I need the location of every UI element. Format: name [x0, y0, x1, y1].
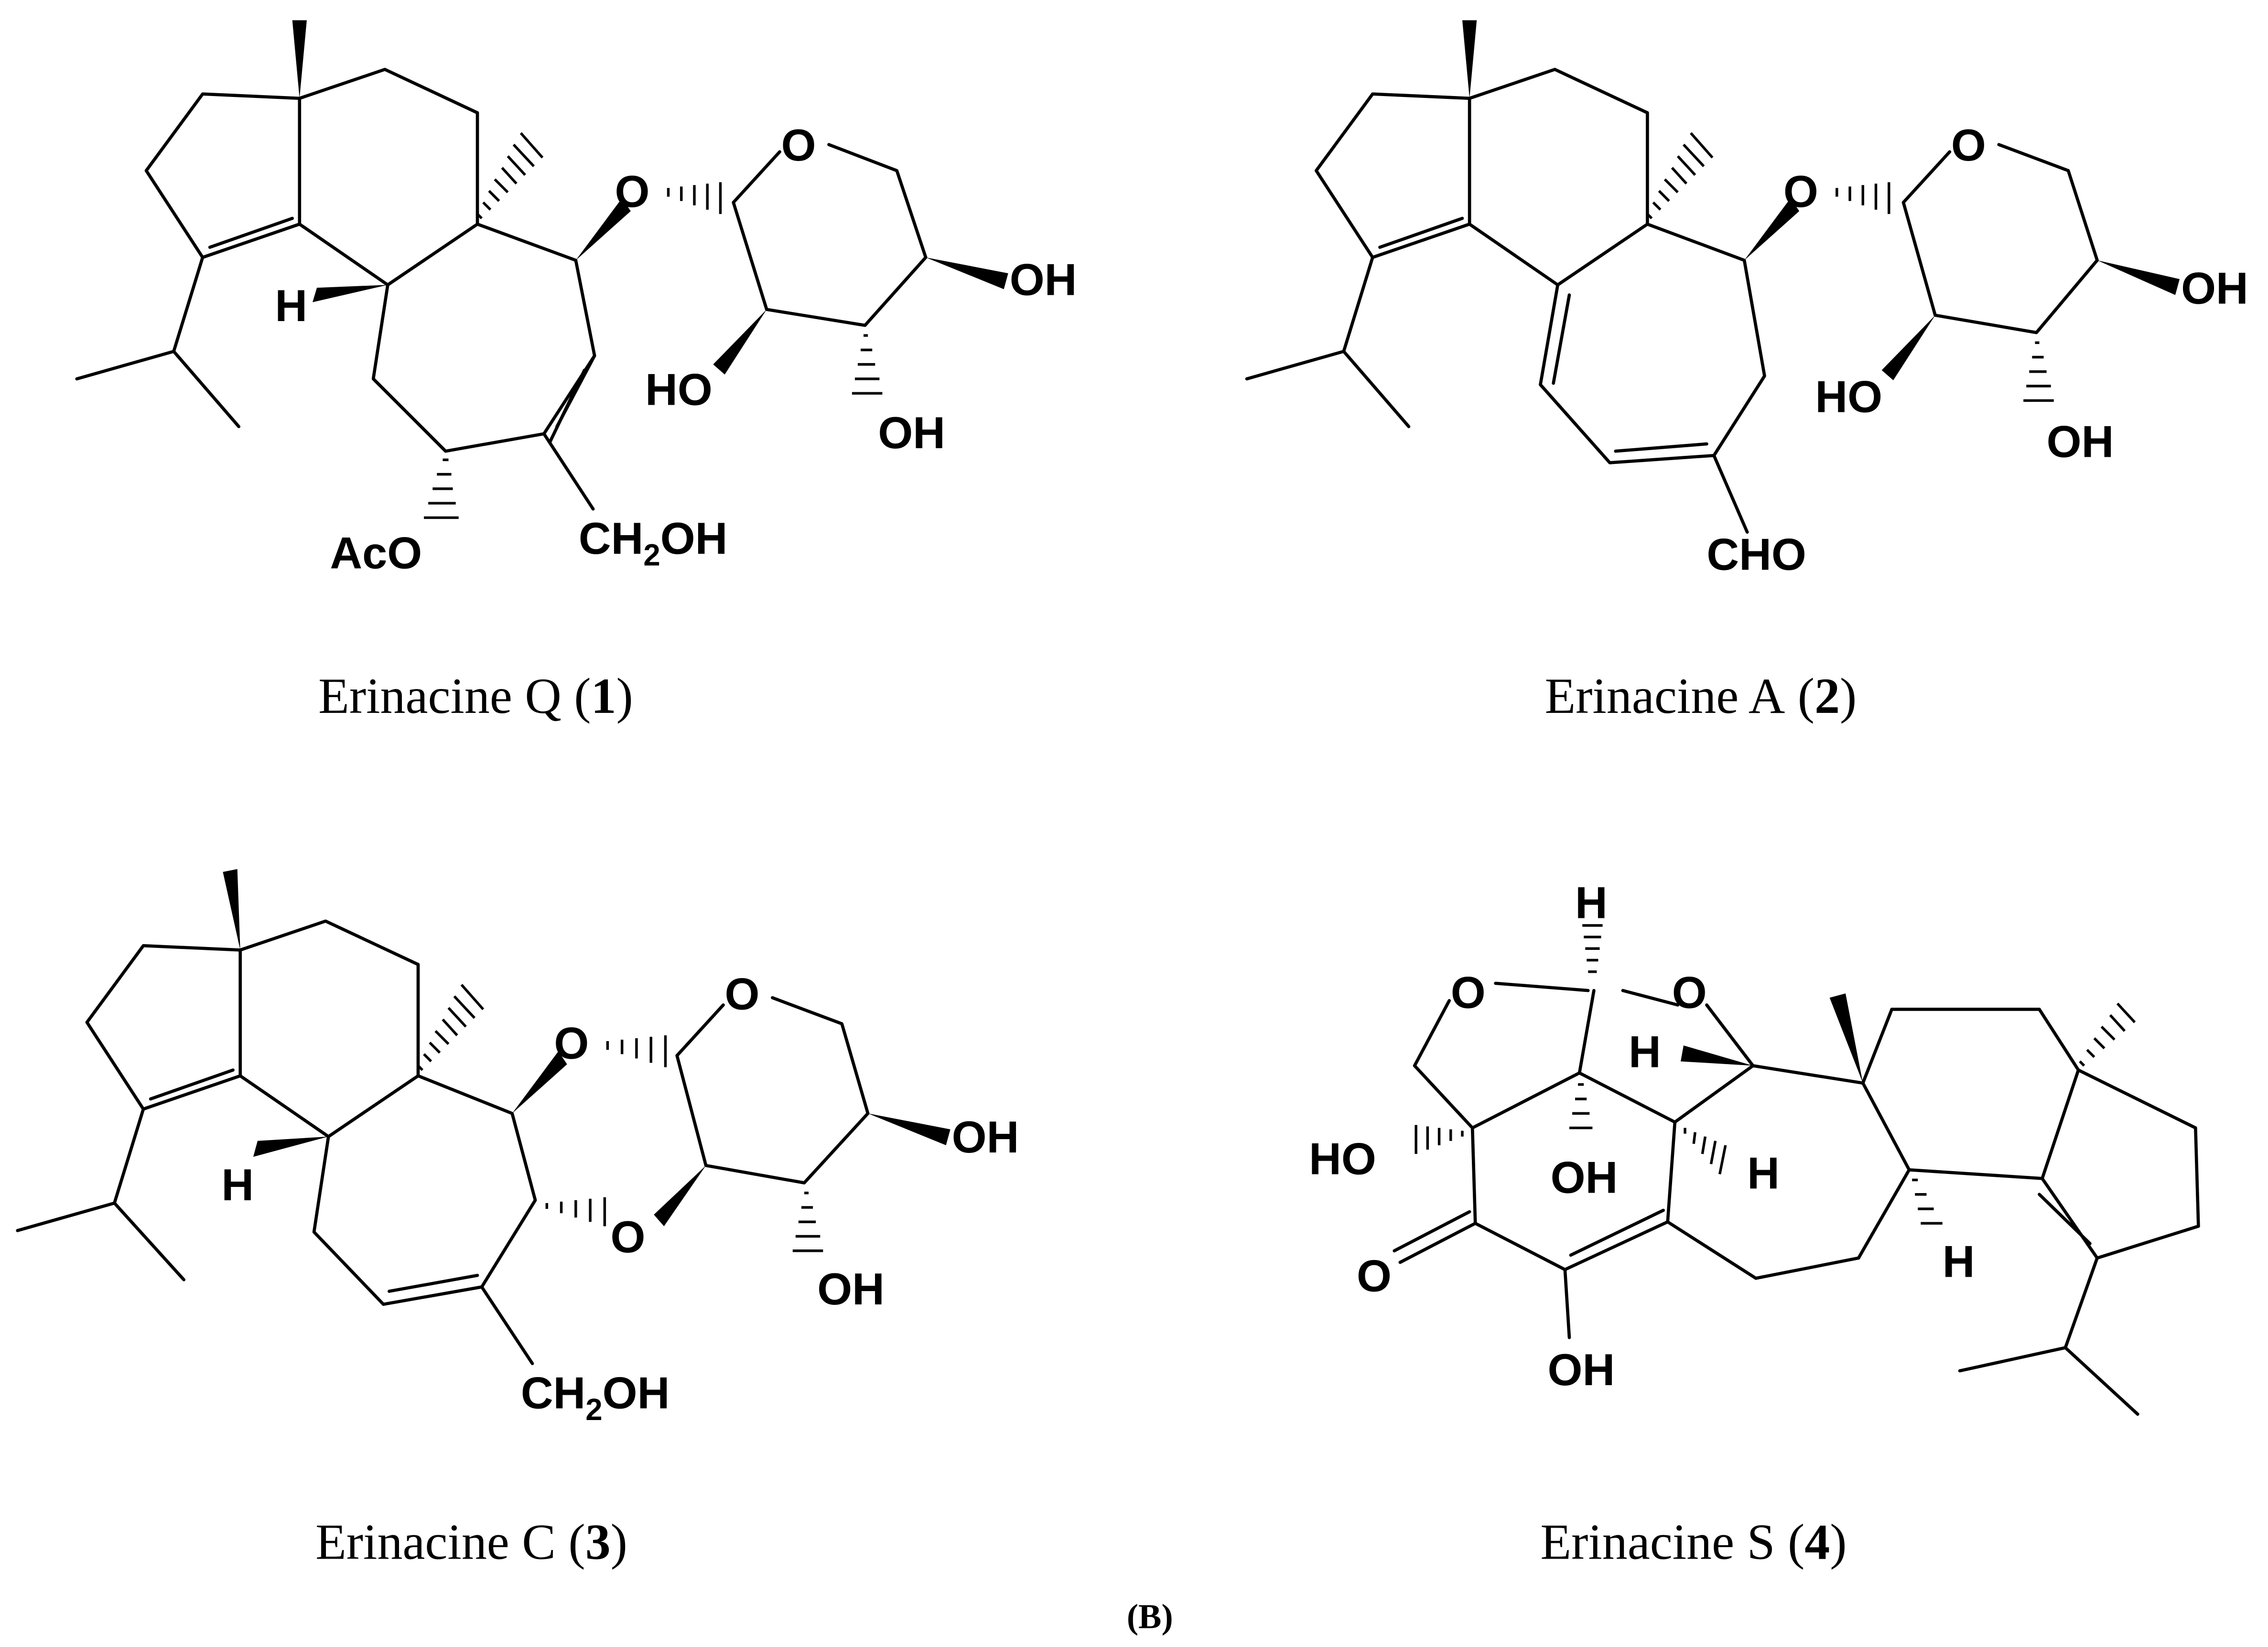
erinacine-c-ch2oh-label: CH2OH — [521, 1368, 670, 1427]
erinacine-q-h-label: H — [275, 280, 307, 331]
erinacine-a-caption: Erinacine A (2) — [1544, 668, 1857, 724]
erinacine-q-o-link-label: O — [615, 166, 650, 216]
erinacine-a-oh1-label: OH — [2181, 263, 2248, 313]
erinacine-s-o-left-label: O — [1451, 967, 1486, 1017]
erinacine-c-oh2-label: OH — [817, 1264, 885, 1314]
erinacine-q-oh2-label: OH — [878, 408, 945, 458]
erinacine-s-h-top-label: H — [1575, 878, 1608, 928]
erinacine-a-o-link-label: O — [1783, 166, 1818, 216]
erinacine-c-caption: Erinacine C (3) — [315, 1514, 627, 1570]
structure-erinacine-s — [1393, 924, 2200, 1416]
panel-label: (B) — [1127, 1597, 1173, 1636]
erinacine-s-h-mid-label: H — [1747, 1148, 1780, 1198]
erinacine-c-o1-label: O — [554, 1018, 589, 1068]
structure-erinacine-q — [75, 20, 1008, 519]
erinacine-c-o-ring-label: O — [725, 969, 760, 1019]
erinacine-a-o-ring-label: O — [1951, 120, 1986, 170]
erinacine-s-caption: Erinacine S (4) — [1540, 1514, 1847, 1570]
erinacine-q-aco-label: AcO — [330, 527, 422, 578]
erinacine-s-o-right-label: O — [1672, 967, 1707, 1017]
structure-erinacine-c — [16, 869, 950, 1366]
erinacine-s-h-left-label: H — [1629, 1026, 1661, 1076]
erinacine-s-h-bottom-label: H — [1943, 1236, 1975, 1286]
erinacine-q-ho-label: HO — [645, 364, 713, 414]
erinacine-c-oh1-label: OH — [952, 1112, 1019, 1162]
structure-erinacine-a — [1245, 20, 2180, 534]
erinacine-s-o-keto-label: O — [1357, 1251, 1392, 1301]
erinacine-s-oh-bottom-label: OH — [1548, 1345, 1615, 1395]
erinacine-q-oh1-label: OH — [1010, 254, 1077, 304]
erinacine-a-oh2-label: OH — [2047, 416, 2114, 466]
erinacine-s-oh-mid-label: OH — [1551, 1152, 1618, 1203]
erinacine-a-cho-label: CHO — [1706, 529, 1806, 579]
erinacine-a-ho-label: HO — [1815, 372, 1882, 422]
erinacine-q-ch2oh-label: CH2OH — [579, 513, 728, 572]
erinacine-c-o2-label: O — [610, 1212, 645, 1262]
erinacine-c-h-label: H — [221, 1160, 254, 1210]
erinacine-s-ho-label: HO — [1309, 1133, 1376, 1184]
erinacine-q-caption: Erinacine Q (1) — [318, 668, 633, 724]
erinacine-q-o-ring-label: O — [781, 120, 816, 170]
